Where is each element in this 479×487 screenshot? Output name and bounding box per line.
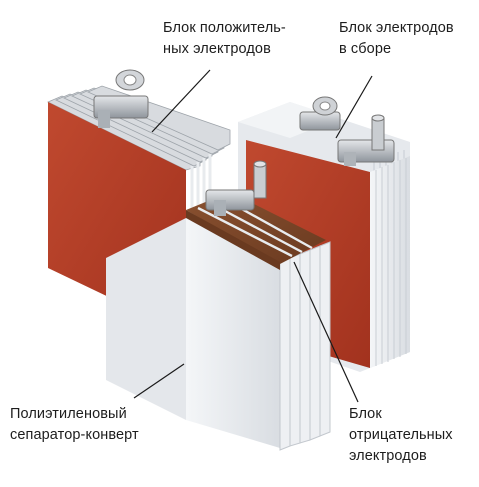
label-separator-line-1: Полиэтиленовый — [10, 406, 127, 422]
label-negative-line-3: электродов — [349, 448, 427, 464]
separator-envelope-block — [106, 218, 331, 451]
label-separator: Полиэтиленовый сепаратор-конверт — [10, 404, 139, 446]
negative-electrode-block — [186, 160, 326, 270]
terminal-bolt-icon — [299, 96, 341, 131]
label-positive-line-2: ных электродов — [163, 41, 271, 57]
separator-face — [106, 218, 186, 420]
leader-lines — [133, 69, 373, 403]
label-positive-line-1: Блок положитель- — [163, 20, 286, 36]
leader-positive — [151, 69, 211, 133]
separator-fins — [279, 241, 331, 451]
label-assembled-block: Блок электродов в сборе — [339, 18, 454, 60]
terminal-bolt-icon — [205, 160, 267, 216]
label-negative-line-1: Блок — [349, 406, 382, 422]
leader-assembled — [335, 75, 373, 139]
label-negative-block: Блок отрицательных электродов — [349, 404, 453, 467]
terminal-bolt-icon — [337, 114, 395, 166]
leader-negative — [293, 261, 359, 403]
label-negative-line-2: отрицательных — [349, 427, 453, 443]
label-positive-block: Блок положитель- ных электродов — [163, 18, 286, 60]
label-assembled-line-2: в сборе — [339, 41, 392, 57]
label-separator-line-2: сепаратор-конверт — [10, 427, 139, 443]
leader-separator — [133, 363, 185, 399]
label-assembled-line-1: Блок электродов — [339, 20, 454, 36]
terminal-bolt-icon — [93, 69, 149, 128]
